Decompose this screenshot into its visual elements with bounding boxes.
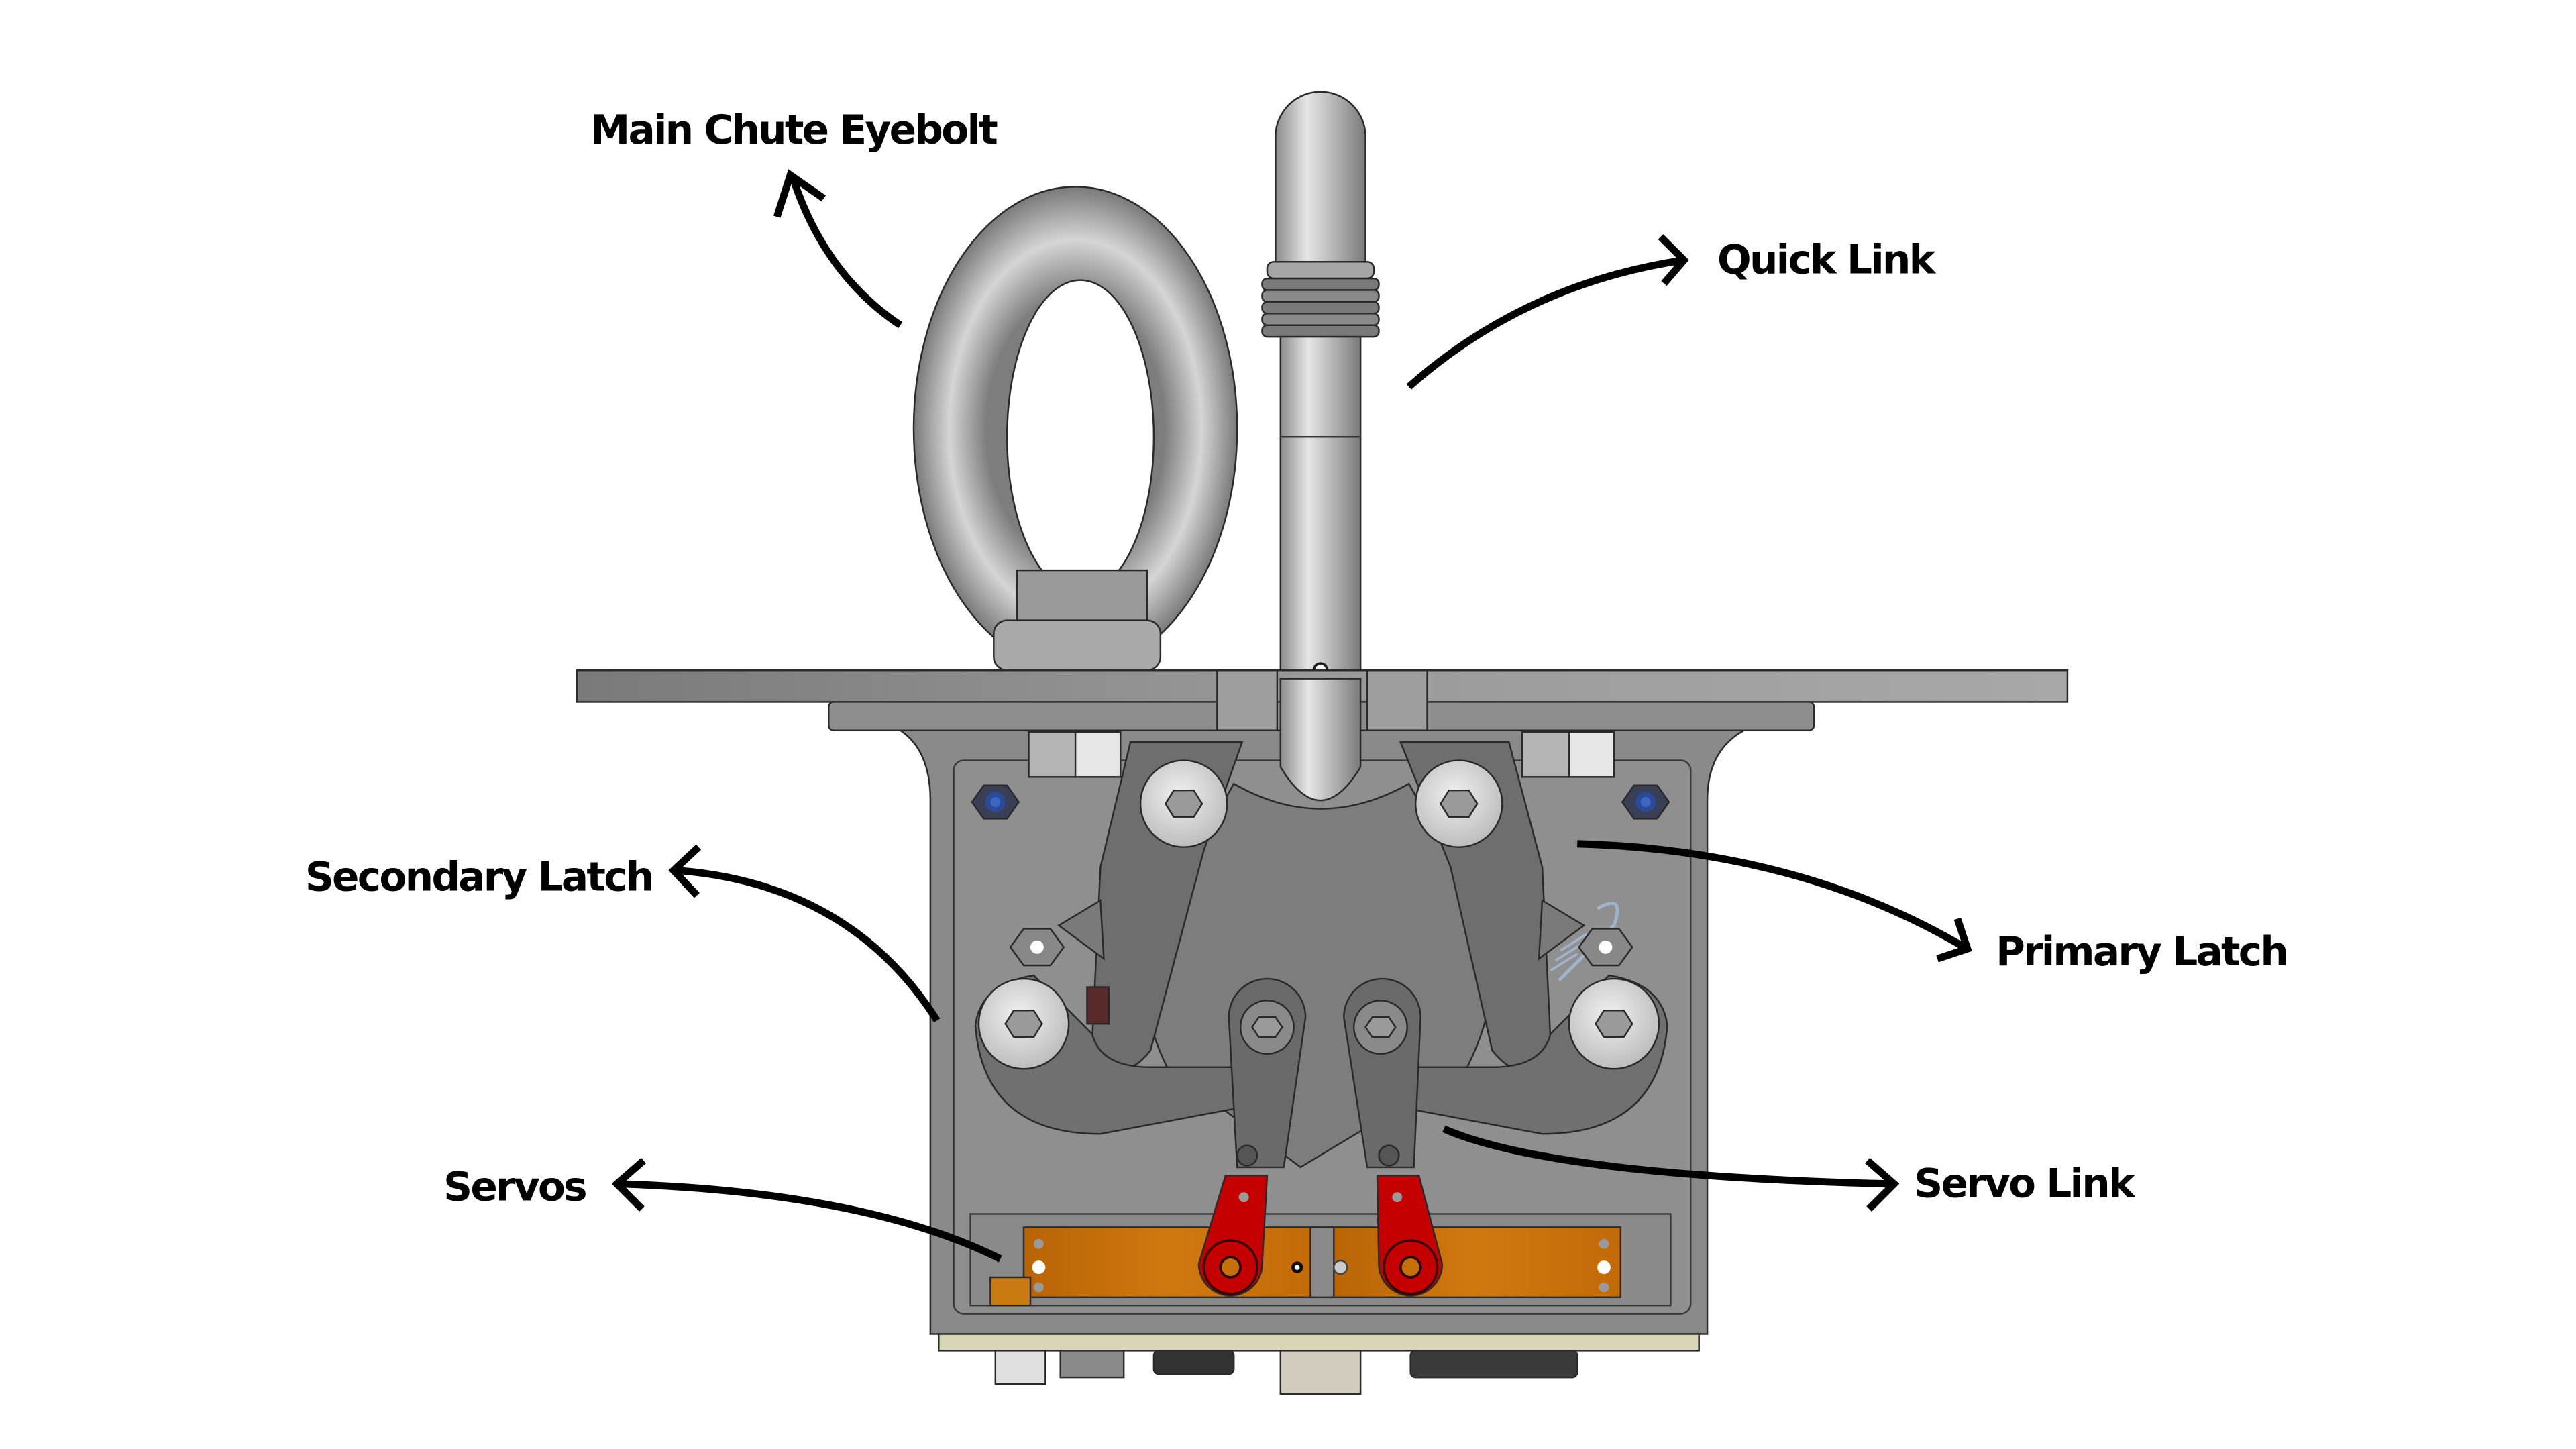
small-nut [1009, 928, 1065, 967]
quick-link-shaft [1279, 335, 1362, 680]
pivot-washer [977, 977, 1070, 1070]
small-nut [1578, 928, 1633, 967]
servo-left-body [1022, 1226, 1318, 1299]
connector [994, 1350, 1046, 1385]
servo-horns [1197, 1175, 1444, 1297]
label-servos: Servos [443, 1165, 586, 1211]
quick-link [1261, 91, 1380, 680]
arrow-primary-latch [1577, 840, 1972, 963]
arrow-servos [611, 1157, 1002, 1263]
quick-link-thread-cap [1266, 260, 1375, 280]
arrow-servo-link [1442, 1125, 1900, 1212]
servo-links [1228, 977, 1421, 1169]
label-primary-latch: Primary Latch [1996, 929, 2287, 975]
pivot-washer [1139, 759, 1228, 848]
label-main-chute-eyebolt: Main Chute Eyebolt [590, 107, 998, 154]
connector [1152, 1350, 1235, 1375]
connector [1059, 1350, 1125, 1379]
eyebolt-hole [1006, 279, 1155, 595]
label-secondary-latch: Secondary Latch [305, 854, 653, 900]
pivot-washer [1568, 977, 1660, 1070]
red-stop [1086, 986, 1110, 1025]
servo-right-body [1326, 1226, 1622, 1299]
arrow-main-chute-eyebolt [773, 169, 903, 329]
label-quick-link: Quick Link [1717, 237, 1937, 284]
eyebolt-collar [993, 619, 1162, 672]
quick-link-tip [1275, 91, 1366, 263]
labels: Main Chute Eyebolt Quick Link Secondary … [305, 107, 2289, 1211]
usb-connector [1279, 1350, 1362, 1395]
servo-connector [989, 1276, 1032, 1307]
arrow-secondary-latch [668, 844, 941, 1023]
blue-lock-nut [971, 784, 1020, 820]
connector [1409, 1350, 1578, 1379]
quick-link-threads [1261, 277, 1380, 338]
pcb-strip [938, 1333, 1700, 1352]
quick-link-hook [1279, 678, 1362, 802]
servos [969, 1213, 1672, 1307]
annotation-arrows [611, 169, 1972, 1263]
primary-latch-tab [1538, 899, 1586, 961]
label-servo-link: Servo Link [1914, 1161, 2136, 1208]
arrow-quick-link [1406, 234, 1689, 390]
pivot-washers [977, 759, 1660, 1070]
eyebolt-neck [1016, 569, 1148, 621]
pivot-washer [1414, 759, 1503, 848]
spring [1550, 901, 1619, 982]
blue-lock-nut [1621, 784, 1670, 820]
secondary-latch-tab [1057, 899, 1105, 961]
main-chute-eyebolt [912, 186, 1238, 672]
